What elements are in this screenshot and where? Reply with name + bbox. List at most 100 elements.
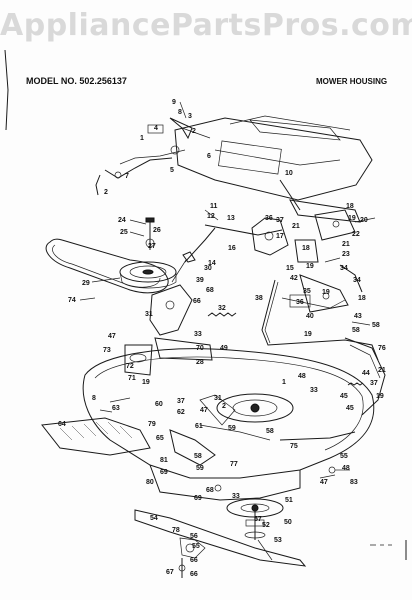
callout-5: 5 [170, 167, 174, 174]
callout-37-c: 37 [177, 398, 185, 405]
callout-48-a: 48 [298, 373, 306, 380]
callout-31-b: 31 [214, 395, 222, 402]
callout-39: 39 [196, 277, 204, 284]
callout-70: 70 [196, 345, 204, 352]
callout-47-b: 47 [200, 407, 208, 414]
callout-48-b: 48 [342, 465, 350, 472]
callout-77: 77 [230, 461, 238, 468]
callout-32: 32 [218, 305, 226, 312]
callout-19-a: 19 [306, 263, 314, 270]
callout-50: 50 [284, 519, 292, 526]
callout-36: 36 [265, 215, 273, 222]
callout-75: 75 [290, 443, 298, 450]
callout-78: 78 [172, 527, 180, 534]
callout-33-b: 33 [310, 387, 318, 394]
callout-29: 29 [82, 280, 90, 287]
callout-49: 49 [220, 345, 228, 352]
callout-47-c: 47 [320, 479, 328, 486]
callout-68: 68 [206, 287, 214, 294]
callout-19-b: 19 [348, 215, 356, 222]
callout-52: 52 [262, 522, 270, 529]
callout-19-e: 19 [142, 379, 150, 386]
model-number: MODEL NO. 502.256137 [26, 76, 127, 86]
mower-housing-deck [82, 348, 375, 501]
blade-spindle-assembly [226, 498, 284, 540]
callout-64: 64 [58, 421, 66, 428]
callout-38: 38 [255, 295, 263, 302]
callout-54: 54 [150, 515, 158, 522]
callout-45-a: 45 [340, 393, 348, 400]
leader-lines [79, 101, 376, 561]
callout-76: 76 [378, 345, 386, 352]
callout-1-b: 1 [282, 379, 286, 386]
callout-81: 81 [160, 457, 168, 464]
callout-19-f: 19 [376, 393, 384, 400]
callout-22: 22 [352, 231, 360, 238]
callout-35: 35 [303, 288, 311, 295]
callout-2-left: 2 [104, 189, 108, 196]
callout-23: 23 [342, 251, 350, 258]
part-callouts: 9 8 3 4 1 2 6 2 7 5 10 24 25 26 27 29 74… [58, 99, 386, 578]
callout-83: 83 [350, 479, 358, 486]
callout-33-a: 33 [194, 331, 202, 338]
callout-58-a: 58 [352, 327, 360, 334]
callout-8-b: 8 [92, 395, 96, 402]
callout-47-a: 47 [108, 333, 116, 340]
callout-8: 8 [178, 109, 182, 116]
callout-16: 16 [228, 245, 236, 252]
callout-62: 62 [177, 409, 185, 416]
callout-45-b: 45 [346, 405, 354, 412]
callout-34-b: 34 [353, 277, 361, 284]
callout-26: 26 [153, 227, 161, 234]
callout-72: 72 [126, 363, 134, 370]
callout-63: 63 [112, 405, 120, 412]
callout-2: 2 [192, 128, 196, 135]
callout-13: 13 [227, 215, 235, 222]
callout-30: 30 [204, 265, 212, 272]
callout-66-b: 66 [190, 557, 198, 564]
drive-belt [45, 238, 169, 294]
callout-57: 57 [254, 516, 262, 523]
callout-58-b: 58 [372, 322, 380, 329]
callout-59-b: 59 [196, 465, 204, 472]
callout-55-a: 55 [340, 453, 348, 460]
callout-7: 7 [125, 173, 129, 180]
callout-61: 61 [195, 423, 203, 430]
callout-79: 79 [148, 421, 156, 428]
discharge-deflector [41, 417, 151, 456]
diagram-title: MOWER HOUSING [316, 77, 388, 86]
callout-53: 53 [274, 537, 282, 544]
callout-34-a: 34 [340, 265, 348, 272]
callout-69-b: 69 [194, 495, 202, 502]
callout-67: 67 [166, 569, 174, 576]
callout-36-b: 36 [296, 299, 304, 306]
idler-pulley [119, 261, 177, 289]
callout-2-c: 2 [222, 403, 226, 410]
callout-19-c: 19 [322, 289, 330, 296]
callout-20: 20 [360, 217, 368, 224]
callout-10: 10 [285, 170, 293, 177]
callout-56: 56 [190, 533, 198, 540]
idler-arm-bracket [149, 251, 196, 336]
callout-69: 69 [160, 469, 168, 476]
callout-74: 74 [68, 297, 76, 304]
tension-spring [207, 312, 237, 317]
callout-58-d: 58 [194, 453, 202, 460]
callout-31: 31 [145, 311, 153, 318]
callout-27: 27 [148, 243, 156, 250]
pivot-bracket [174, 115, 373, 223]
callout-21-b: 21 [342, 241, 350, 248]
callout-66-c: 66 [190, 571, 198, 578]
scan-edge-mark [4, 49, 9, 131]
callout-28: 28 [196, 359, 204, 366]
callout-65: 65 [156, 435, 164, 442]
callout-17: 17 [276, 233, 284, 240]
callout-60: 60 [155, 401, 163, 408]
callout-51: 51 [285, 497, 293, 504]
callout-40: 40 [306, 313, 314, 320]
callout-37-b: 37 [370, 380, 378, 387]
callout-42: 42 [290, 275, 298, 282]
callout-1: 1 [140, 135, 144, 142]
